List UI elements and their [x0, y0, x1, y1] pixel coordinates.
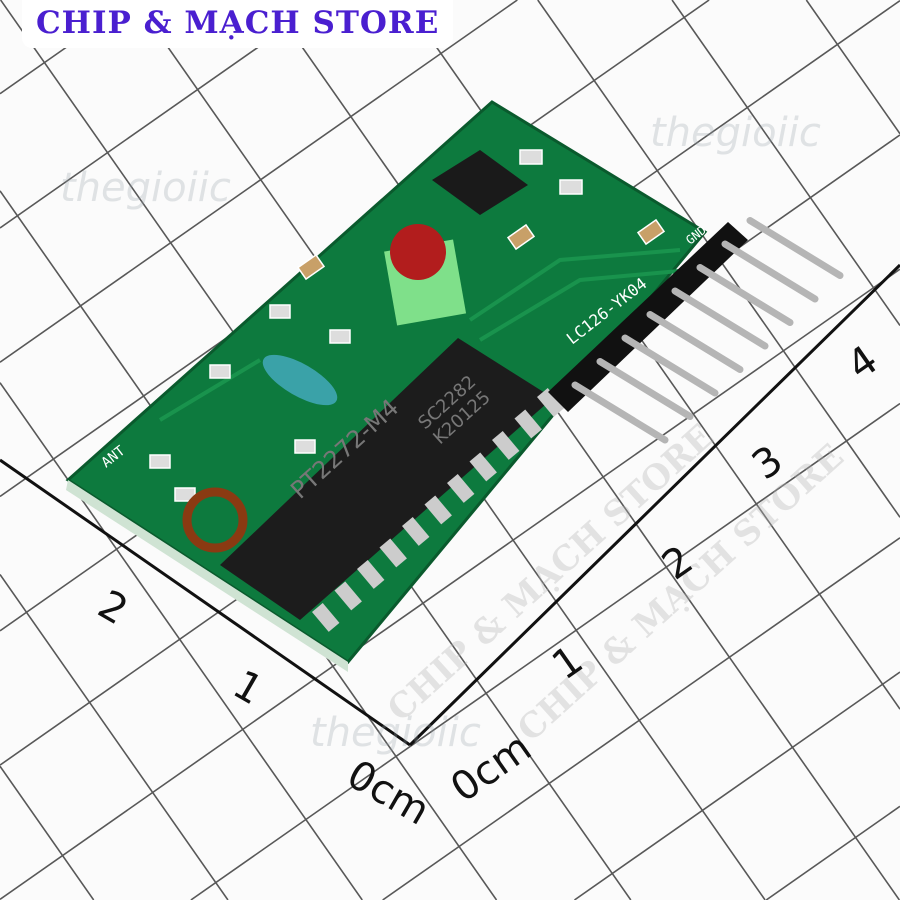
- chip-pin: [514, 409, 542, 439]
- chip-pin: [469, 452, 497, 482]
- watermark-site: thegioiic: [650, 110, 821, 156]
- header-pin: [696, 264, 794, 326]
- store-banner: CHIP & MẠCH STORE: [22, 0, 454, 48]
- chip-pin: [402, 517, 430, 546]
- chip-pin: [379, 538, 407, 568]
- grid-line: [573, 671, 900, 900]
- pcb-board: [65, 100, 708, 664]
- chip-pin: [537, 388, 565, 417]
- chip-pin: [357, 560, 385, 589]
- header-pin: [571, 381, 669, 444]
- grid-line: [0, 268, 900, 900]
- header-pins: [571, 217, 844, 444]
- tuning-coil-cap: [390, 224, 446, 280]
- pcb-traces: [158, 248, 691, 422]
- header-pin: [671, 287, 769, 350]
- header-pin: [621, 334, 719, 397]
- resistor: [262, 354, 338, 406]
- grid-line: [0, 765, 95, 900]
- chip-pin: [312, 603, 340, 632]
- antenna-coil: [182, 487, 248, 553]
- watermark-site: thegioiic: [310, 710, 481, 756]
- grid-line: [190, 402, 900, 900]
- grid-line: [382, 537, 900, 900]
- grid-line: [0, 0, 518, 363]
- header-pin: [596, 358, 694, 420]
- header-pin: [721, 240, 819, 303]
- decoder-chip: [220, 338, 553, 620]
- pcb-edge: [66, 480, 348, 672]
- header-pin: [646, 311, 744, 373]
- header-pin: [746, 217, 844, 279]
- eeprom-chip: [432, 150, 528, 215]
- watermark-site: thegioiic: [60, 165, 231, 211]
- chip-pin: [424, 495, 452, 525]
- grid-line: [0, 573, 229, 900]
- chip-pins: [312, 388, 565, 632]
- chip-pin: [447, 474, 475, 503]
- grid-line: [0, 382, 363, 900]
- grid-bold-axes: [0, 263, 900, 747]
- grid-line: [805, 0, 900, 135]
- smd-components: [149, 149, 666, 502]
- grid-line: [671, 0, 900, 327]
- grid-line: [268, 0, 900, 900]
- chip-pin: [334, 581, 362, 611]
- grid-line: [765, 805, 900, 900]
- chip-pin: [492, 431, 520, 460]
